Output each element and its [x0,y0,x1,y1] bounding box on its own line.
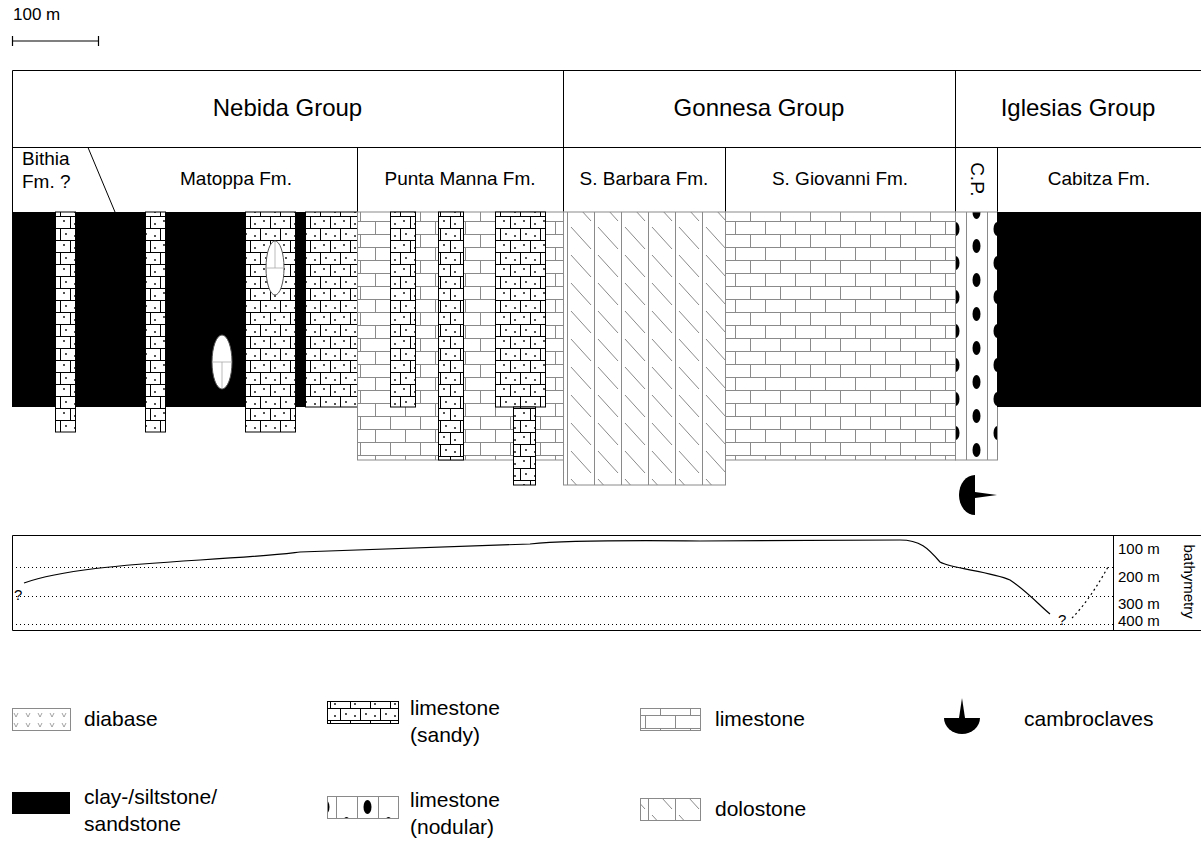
node-label: Nebida Group [213,94,362,123]
formation-cell: Punta Manna Fm. [357,147,563,212]
formation-cell: S. Giovanni Fm. [725,147,955,212]
legend-text: limestone (nodular) [410,786,540,840]
formation-cell: Cabitza Fm. [997,147,1201,212]
group-cell: Nebida Group [12,70,563,147]
node-label: Cabitza Fm. [1048,168,1150,191]
axis-title: bathymetry [1180,545,1197,619]
formation-cell: C.P. [955,147,997,212]
formation-cell: Bithia Fm. ? [14,148,88,211]
legend-text: clay-/siltstone/ sandstone [84,783,259,837]
node-label: S. Giovanni Fm. [772,168,908,191]
uncertain-mark: ? [14,586,22,603]
uncertain-mark: ? [1058,611,1066,628]
legend-text: diabase [84,705,284,732]
group-cell: Iglesias Group [955,70,1201,147]
legend-text: limestone [715,705,915,732]
node-label: S. Barbara Fm. [580,168,709,191]
node-label: Iglesias Group [1001,94,1156,123]
group-cell: Gonnesa Group [563,70,955,147]
scale-label: 100 m [13,5,60,25]
node-label: Matoppa Fm. [180,168,292,191]
legend-text: dolostone [715,795,915,822]
node-label: C.P. [965,162,988,197]
node-label: Punta Manna Fm. [384,168,535,191]
node-label: Bithia Fm. ? [22,148,88,194]
formation-cell: Matoppa Fm. [115,147,357,212]
depth-label: 200 m [1118,568,1160,585]
formation-cell: S. Barbara Fm. [563,147,725,212]
legend-swatch [12,792,70,814]
node-label: Gonnesa Group [674,94,845,123]
depth-label: 400 m [1118,612,1160,629]
depth-label: 300 m [1118,595,1160,612]
legend-text: cambroclaves [1024,705,1194,732]
legend-text: limestone (sandy) [410,694,530,748]
depth-label: 100 m [1118,540,1160,557]
